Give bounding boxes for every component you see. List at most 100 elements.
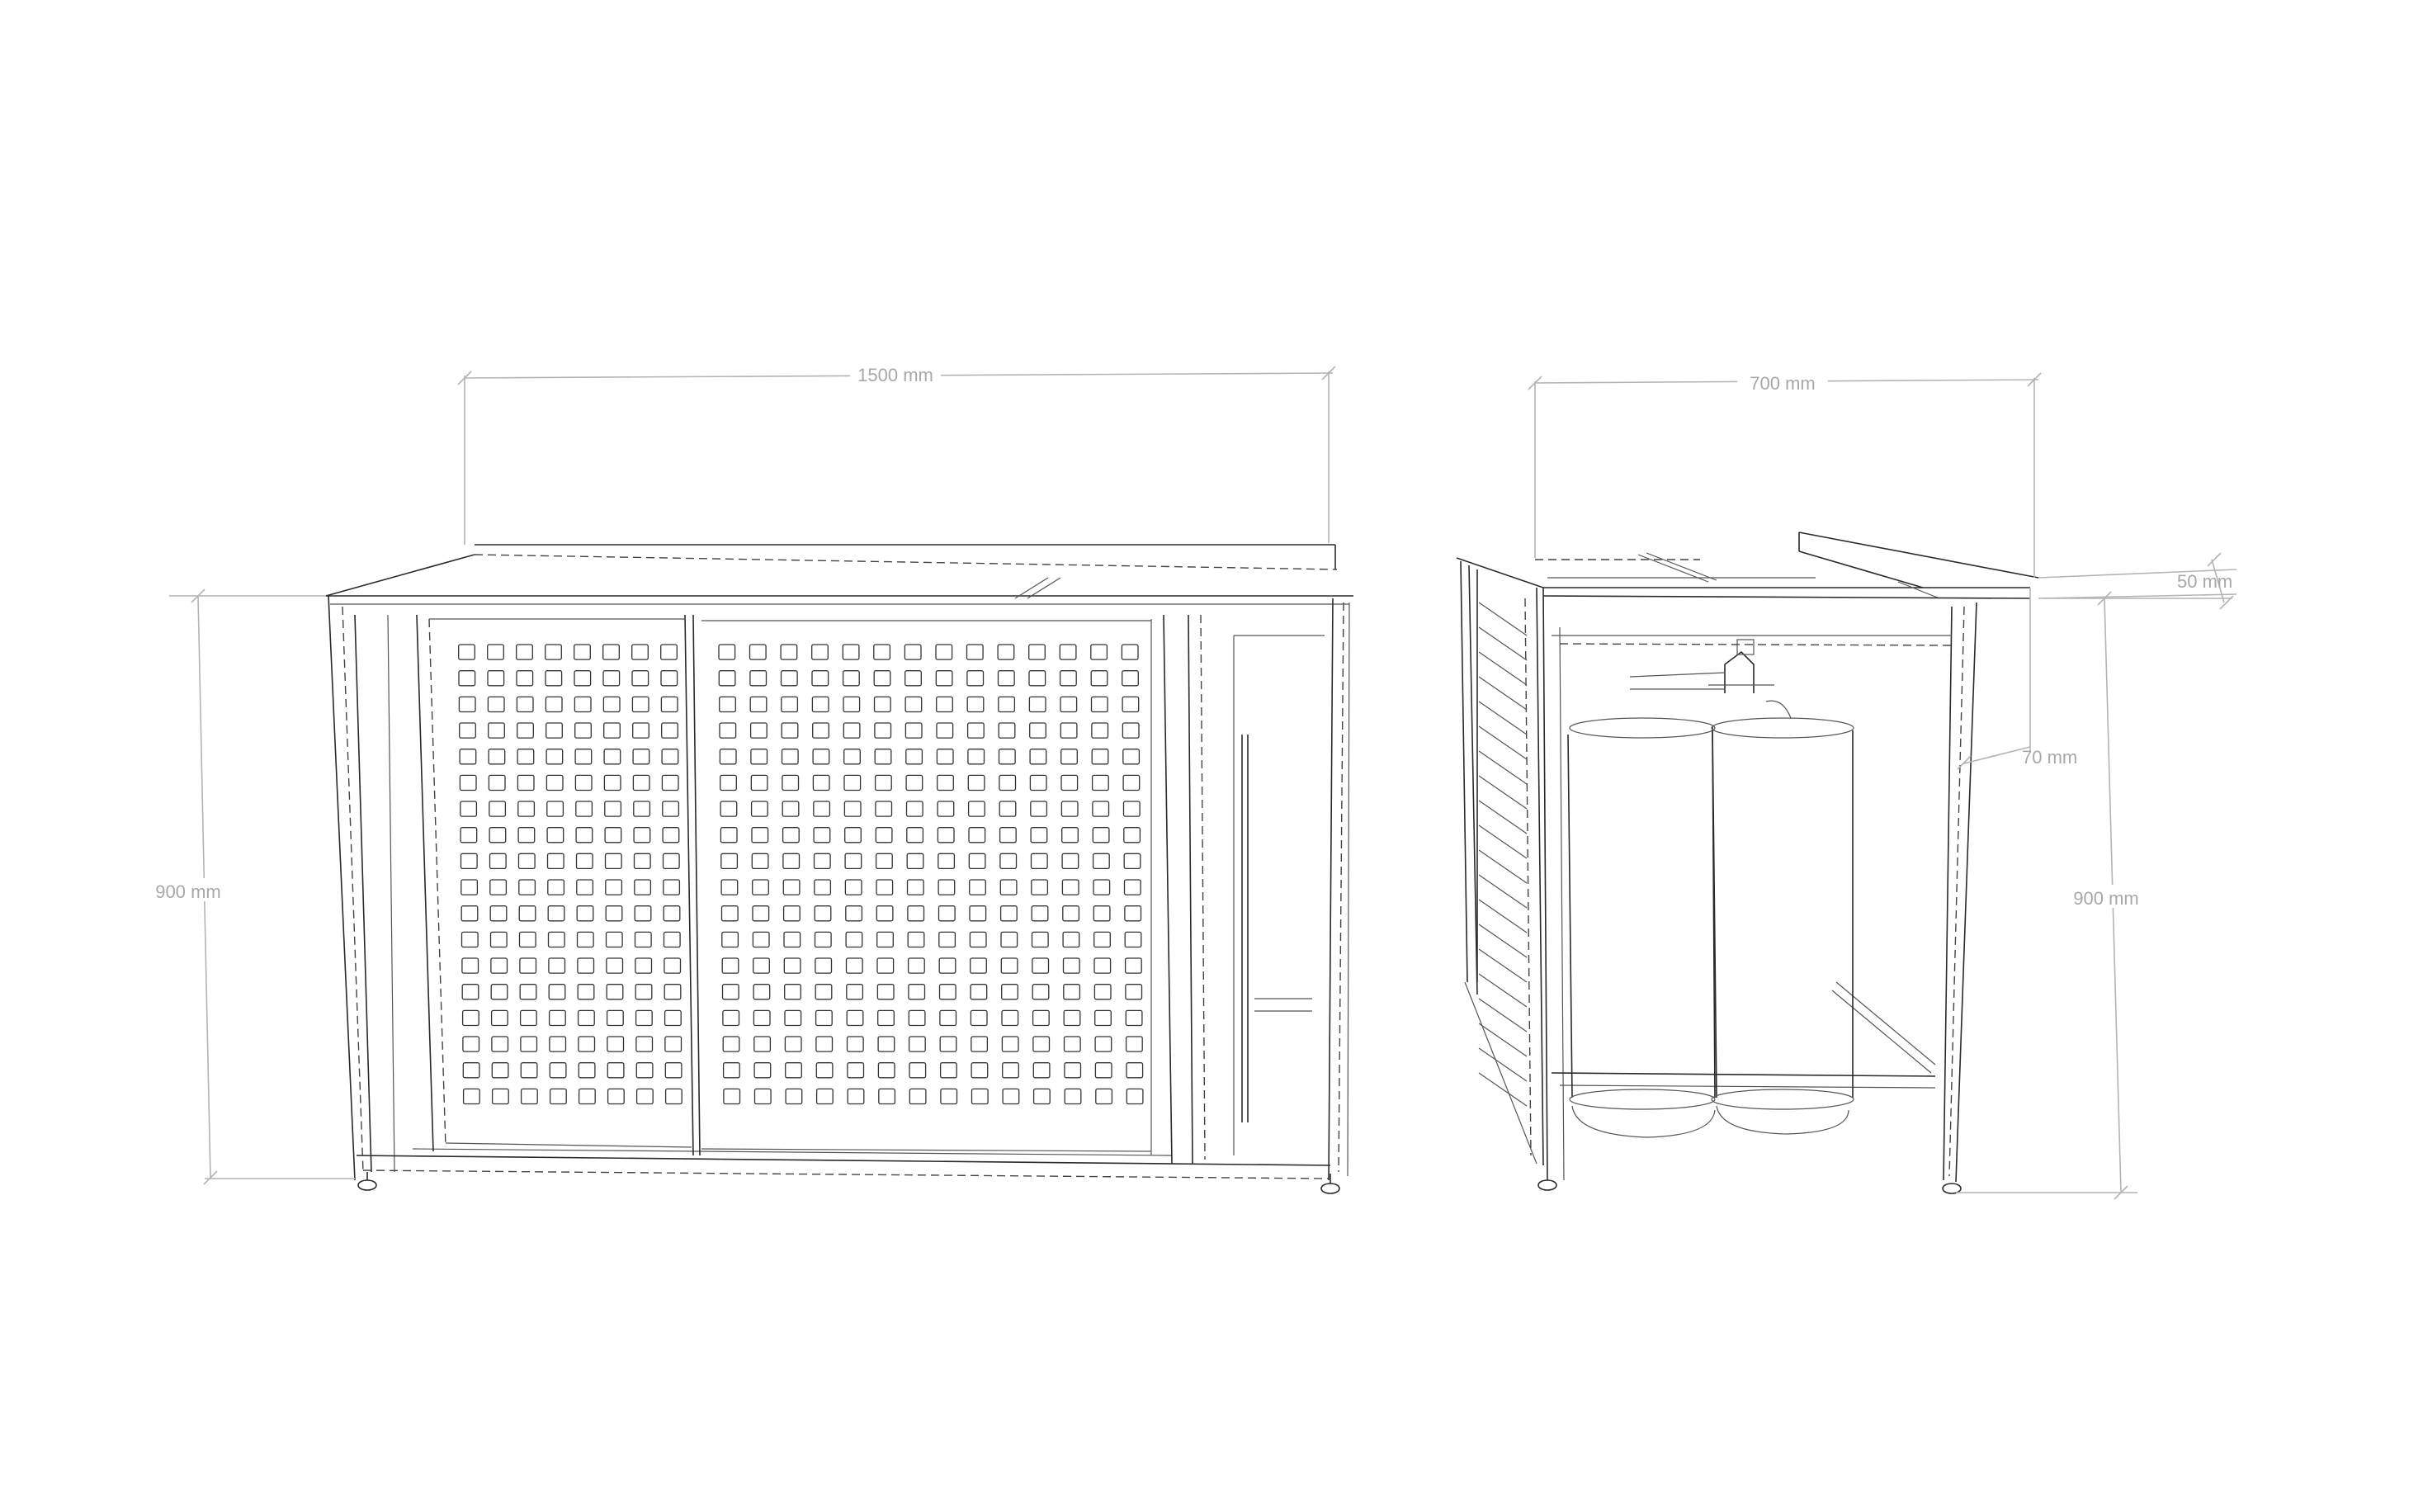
perforation-hole xyxy=(1029,722,1046,739)
side-slat xyxy=(1478,924,1528,958)
perforation-hole xyxy=(781,749,799,765)
perforation-hole xyxy=(1123,827,1141,843)
side-inset-dimension: 70 mm xyxy=(1957,588,2077,770)
perforation-hole xyxy=(546,853,564,870)
perforation-hole xyxy=(936,696,953,713)
perforation-hole xyxy=(906,879,924,895)
perforation-hole xyxy=(1093,984,1112,1000)
perforation-hole xyxy=(753,1062,772,1079)
perforation-hole xyxy=(458,670,476,687)
perforation-hole xyxy=(546,774,564,791)
perforation-hole xyxy=(752,879,769,895)
perforation-hole xyxy=(939,1009,957,1027)
perforation-hole xyxy=(936,749,954,765)
perforation-hole xyxy=(1061,853,1079,870)
perforation-hole xyxy=(905,749,923,765)
perforation-hole xyxy=(548,984,566,1000)
perforation-hole xyxy=(968,827,986,843)
side-slat xyxy=(1478,775,1528,810)
perforation-hole xyxy=(574,722,592,739)
side-frame xyxy=(1537,587,1977,1194)
perforation-hole xyxy=(1028,644,1046,660)
perforation-hole xyxy=(545,644,562,660)
perforation-hole xyxy=(873,696,891,713)
perforation-hole xyxy=(876,984,895,1000)
perforation-hole xyxy=(751,827,769,843)
perforation-hole xyxy=(1094,1009,1112,1027)
perforation-hole xyxy=(491,1088,509,1105)
perforation-hole xyxy=(811,670,829,687)
perforation-hole xyxy=(518,905,536,922)
perforation-hole xyxy=(971,1088,989,1105)
perforation-hole xyxy=(781,722,799,739)
perforation-hole xyxy=(815,1088,834,1105)
perforation-hole xyxy=(845,957,863,974)
perforation-hole xyxy=(812,749,830,765)
perforation-hole xyxy=(1062,931,1080,948)
perforation-hole xyxy=(1061,827,1079,843)
perforation-hole xyxy=(547,879,565,895)
perforation-hole xyxy=(785,1062,802,1079)
perforation-hole xyxy=(1030,827,1048,843)
perforation-hole xyxy=(1059,670,1077,687)
perforation-hole xyxy=(997,670,1015,687)
perforation-hole xyxy=(604,853,622,870)
perforation-hole xyxy=(575,853,593,870)
perforation-hole xyxy=(846,984,864,1000)
perforation-hole xyxy=(1029,774,1047,791)
perforation-hole xyxy=(1030,801,1048,817)
perforation-hole xyxy=(780,670,798,687)
perforation-hole xyxy=(936,722,954,739)
side-slat xyxy=(1478,800,1528,834)
perforation-hole xyxy=(812,722,829,739)
perforation-hole xyxy=(548,957,566,974)
perforation-hole xyxy=(877,1062,895,1079)
perforation-hole xyxy=(999,801,1017,817)
perforation-hole xyxy=(813,827,831,843)
perforation-hole xyxy=(575,827,593,843)
side-slat xyxy=(1478,973,1528,1008)
perforation-hole xyxy=(545,696,563,713)
front-width-label: 1500 mm xyxy=(857,365,933,385)
perforation-hole xyxy=(1032,1088,1051,1105)
perforation-hole xyxy=(782,879,801,895)
perforation-hole xyxy=(602,644,620,660)
perforation-hole xyxy=(574,670,592,687)
perforation-hole xyxy=(574,749,593,765)
side-slat xyxy=(1478,825,1528,859)
perforation-hole xyxy=(547,931,565,948)
perforation-hole xyxy=(967,749,985,765)
perforation-hole xyxy=(635,984,653,1000)
front-width-dimension: 1500 mm xyxy=(457,361,1336,545)
perforation-hole xyxy=(664,1062,683,1079)
perforation-hole xyxy=(489,827,507,843)
perforation-hole xyxy=(461,905,479,922)
perforation-hole xyxy=(606,1009,624,1027)
perforation-hole xyxy=(722,1036,740,1052)
perforation-hole xyxy=(967,774,985,791)
perforation-hole xyxy=(720,774,737,791)
perforation-hole xyxy=(487,644,504,660)
perforation-hole xyxy=(489,931,508,948)
perforation-hole xyxy=(939,1062,957,1079)
perforation-hole xyxy=(633,827,651,843)
perforation-hole xyxy=(576,905,594,922)
perforation-hole xyxy=(606,984,624,1000)
perforation-hole xyxy=(664,957,682,974)
perforation-hole xyxy=(780,644,798,660)
perforation-hole xyxy=(1093,931,1111,948)
perforation-hole xyxy=(578,1062,596,1079)
perforation-hole xyxy=(1032,1036,1051,1052)
perforation-hole xyxy=(753,1036,772,1052)
perforation-hole xyxy=(1060,722,1078,739)
perforation-hole xyxy=(749,670,768,687)
perforation-hole xyxy=(720,827,738,843)
perforation-hole xyxy=(1002,1062,1019,1079)
perforation-hole xyxy=(997,644,1015,660)
perforation-hole xyxy=(546,722,563,739)
perforation-hole xyxy=(749,644,767,660)
perforation-hole xyxy=(1122,774,1141,791)
perforation-hole xyxy=(999,774,1017,791)
perforation-hole xyxy=(969,905,987,922)
side-slat xyxy=(1478,750,1528,785)
